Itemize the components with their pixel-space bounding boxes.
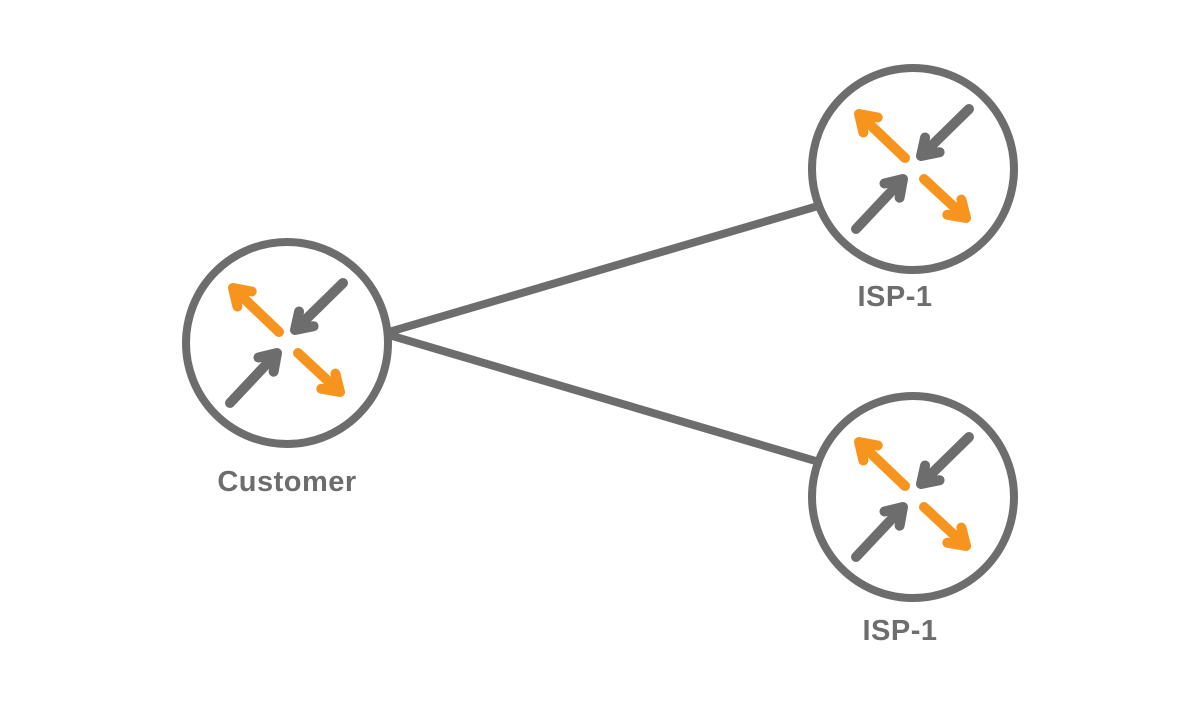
router-arrow-in-sw-icon <box>916 432 974 489</box>
node-label-isp-1-bottom: ISP-1 <box>862 615 937 647</box>
router-circle <box>808 392 1018 602</box>
router-node-customer: Customer <box>182 238 392 498</box>
router-arrow-out-se-icon <box>919 502 971 551</box>
router-arrow-in-sw-icon <box>290 278 348 335</box>
router-arrow-out-se-icon <box>919 174 971 223</box>
router-node-isp-1-bottom: ISP-1 <box>808 392 1018 647</box>
router-arrow-in-ne-icon <box>225 348 282 408</box>
node-label-customer: Customer <box>217 466 356 498</box>
link-customer-to-isp-1-top <box>385 202 822 336</box>
router-arrow-in-ne-icon <box>851 502 908 562</box>
router-arrow-out-nw-icon <box>228 283 284 337</box>
router-circle <box>808 64 1018 274</box>
router-arrow-out-nw-icon <box>854 109 910 163</box>
node-label-isp-1-top: ISP-1 <box>857 281 932 313</box>
router-node-isp-1-top: ISP-1 <box>808 64 1018 313</box>
router-arrow-out-nw-icon <box>854 437 910 491</box>
link-customer-to-isp-1-bottom <box>385 331 823 466</box>
router-circle <box>182 238 392 448</box>
router-arrow-out-se-icon <box>293 348 345 397</box>
router-arrow-in-ne-icon <box>851 174 908 234</box>
router-arrow-in-sw-icon <box>916 104 974 161</box>
